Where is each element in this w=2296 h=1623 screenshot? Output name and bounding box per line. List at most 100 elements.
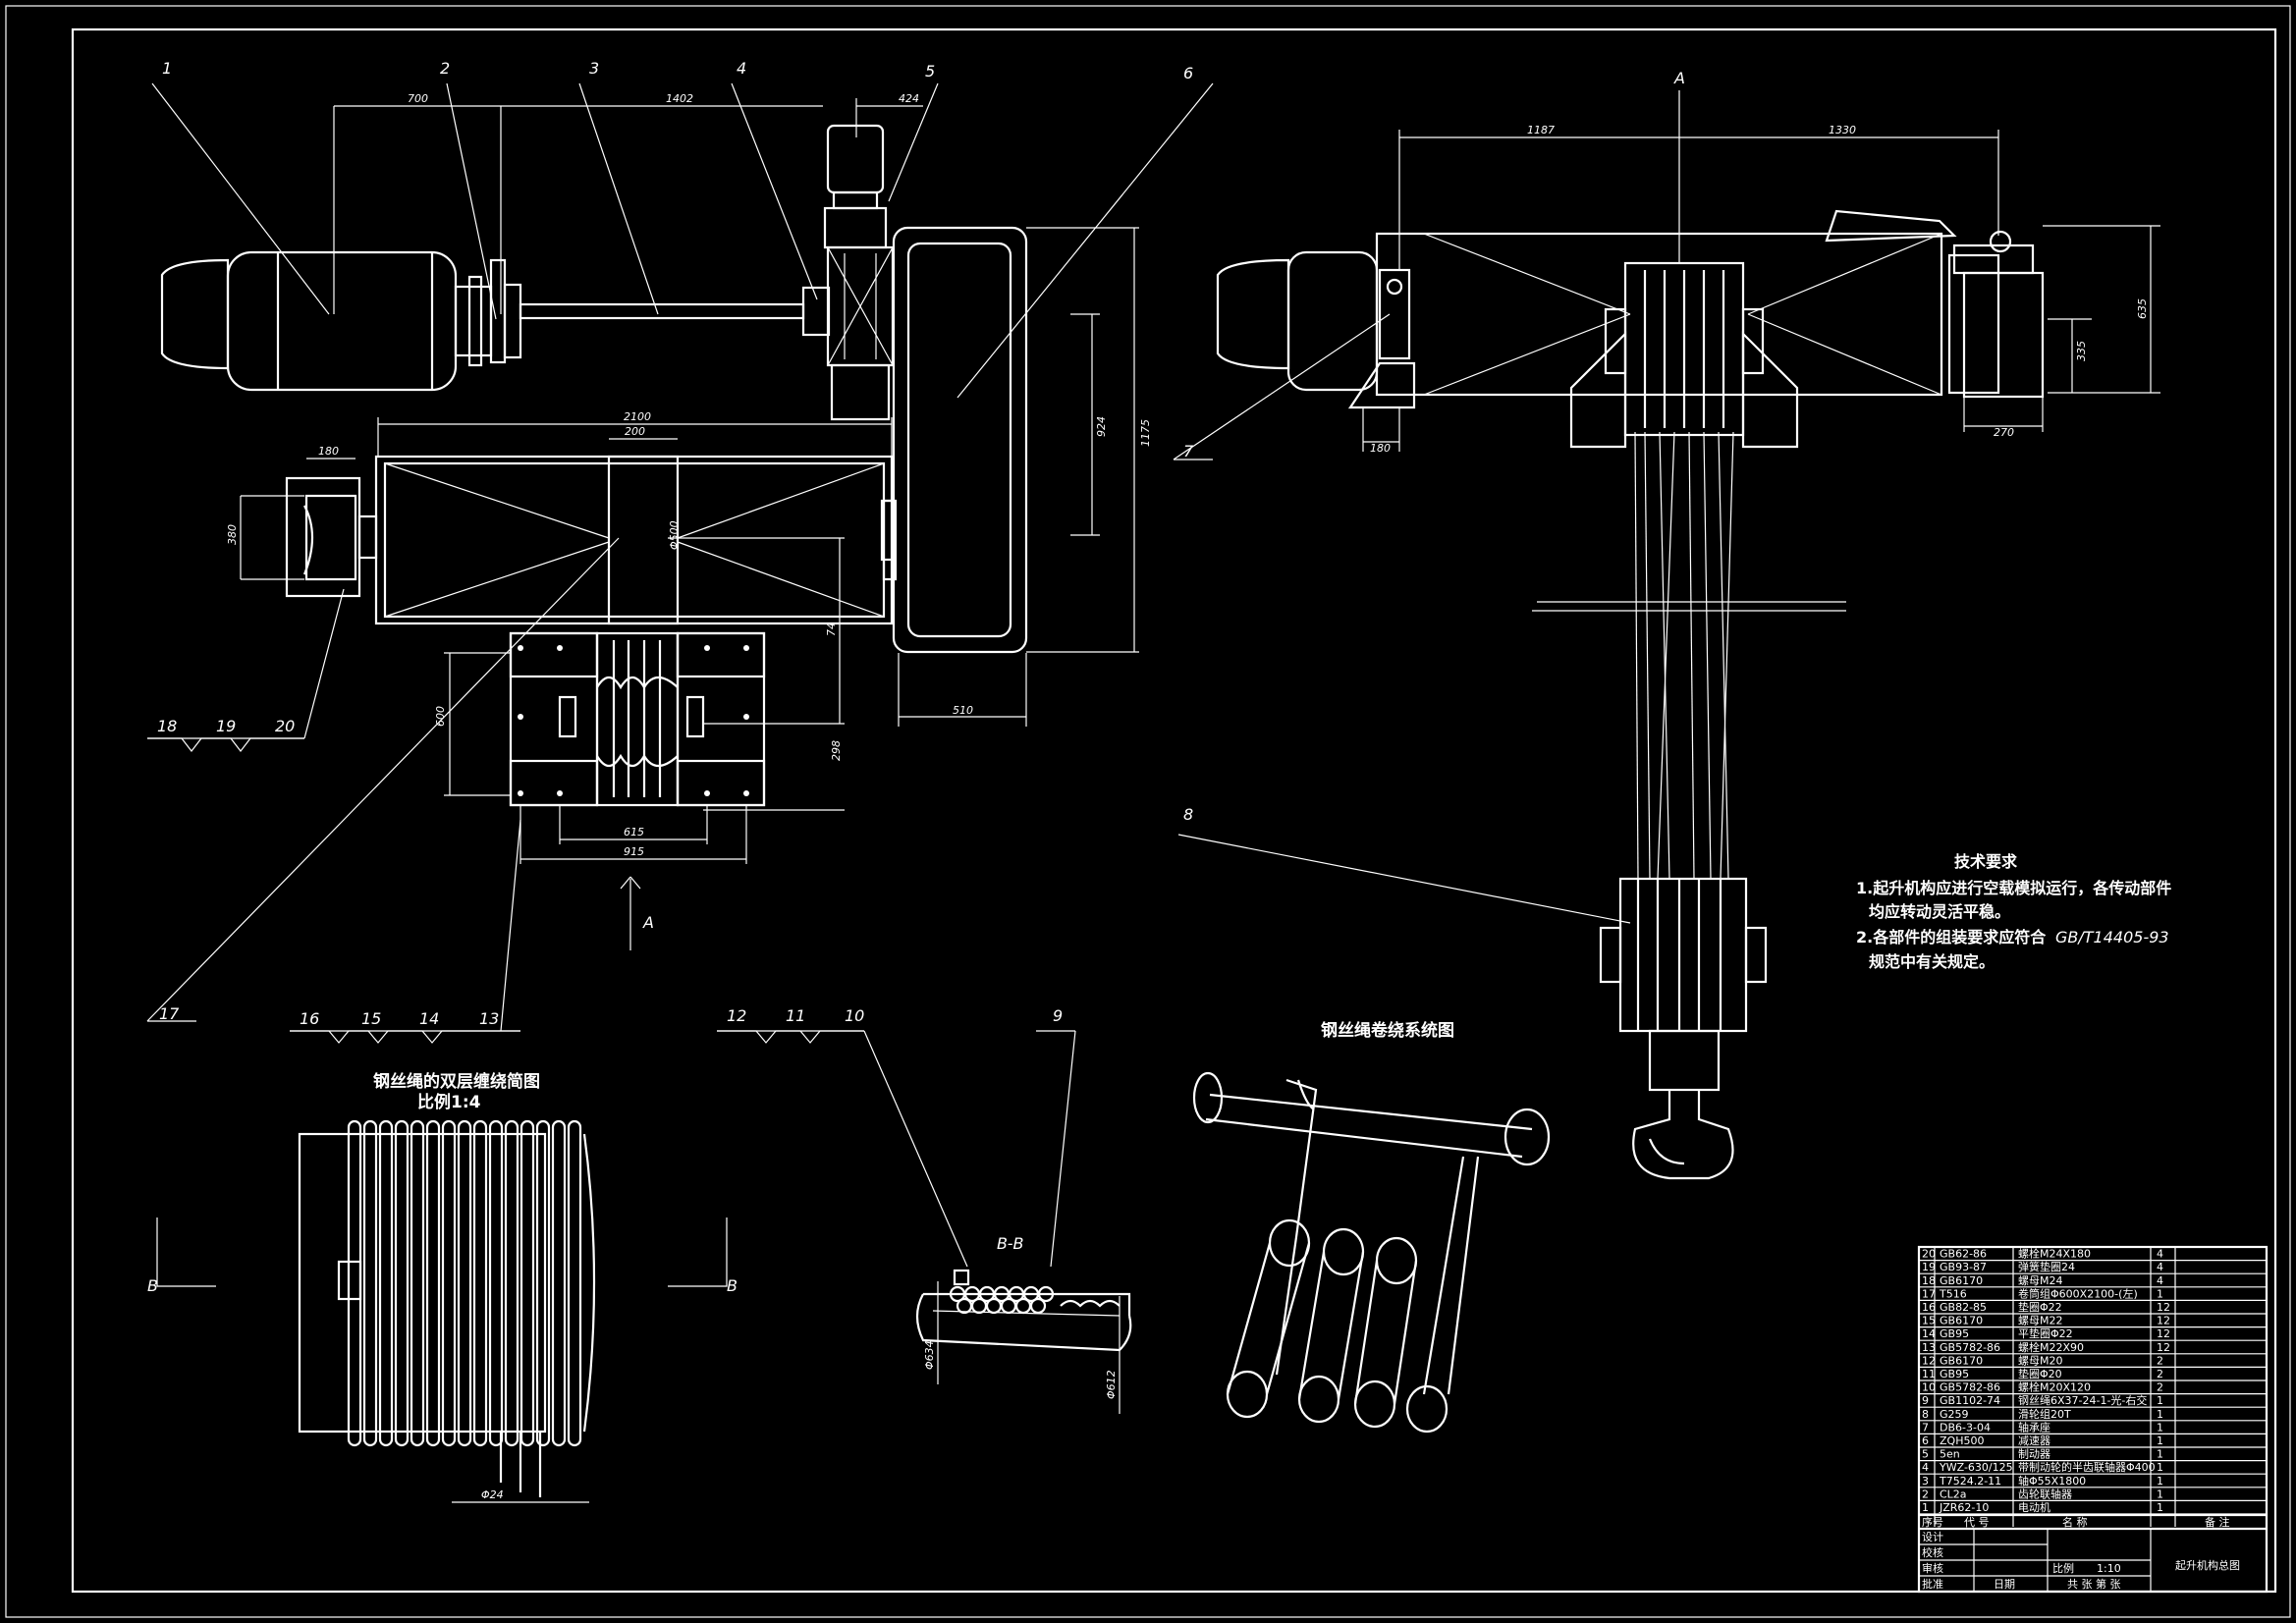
bom-cell-code: GB6170 bbox=[1940, 1315, 1983, 1327]
requirement-2a: 2.各部件的组装要求应符合 bbox=[1856, 928, 2047, 947]
dim-510: 510 bbox=[953, 704, 973, 717]
lower-pulley-block bbox=[1599, 877, 1768, 1180]
bom-cell-no: 17 bbox=[1922, 1287, 1936, 1300]
rope-coils bbox=[347, 1119, 582, 1447]
bom-cell-code: GB6170 bbox=[1940, 1354, 1983, 1367]
bom-cell-qty: 12 bbox=[2157, 1341, 2170, 1354]
bom-header-code: 代 号 bbox=[1964, 1516, 1990, 1529]
dim-r180: 180 bbox=[1370, 442, 1391, 455]
requirement-2a-code: GB/T14405-93 bbox=[2055, 928, 2169, 947]
dim-924: 924 bbox=[1095, 416, 1108, 437]
view-label-a: A bbox=[642, 913, 654, 932]
winding-system bbox=[1192, 1071, 1551, 1434]
double-layer-title: 钢丝绳的双层缠绕简图 bbox=[373, 1071, 540, 1092]
bom-header-no: 序号 bbox=[1922, 1515, 1943, 1529]
bom-cell-qty: 1 bbox=[2157, 1287, 2163, 1300]
dim-270: 270 bbox=[1994, 426, 2014, 439]
bom-cell-qty: 1 bbox=[2157, 1501, 2163, 1514]
bom-cell-qty: 2 bbox=[2157, 1354, 2163, 1367]
title-date-label: 日期 bbox=[1994, 1578, 2015, 1591]
bom-cell-name: 螺栓M24X180 bbox=[2018, 1247, 2091, 1261]
bom-cell-no: 19 bbox=[1922, 1261, 1936, 1273]
dim-335: 335 bbox=[2075, 341, 2088, 361]
requirement-2b: 规范中有关规定。 bbox=[1869, 952, 1995, 971]
reducer bbox=[880, 226, 1028, 654]
bom-cell-no: 5 bbox=[1922, 1448, 1929, 1461]
bom-cell-code: GB82-85 bbox=[1940, 1301, 1987, 1314]
side-dimension-lines bbox=[1173, 90, 2160, 924]
bom-cell-no: 9 bbox=[1922, 1394, 1929, 1407]
bom-cell-name: 螺母M20 bbox=[2018, 1354, 2063, 1367]
plan-view bbox=[146, 82, 1214, 1268]
dim-635: 635 bbox=[2136, 298, 2149, 319]
bom-cell-qty: 4 bbox=[2157, 1274, 2163, 1287]
part-number-17: 17 bbox=[159, 1004, 180, 1023]
bom-cell-no: 20 bbox=[1922, 1248, 1936, 1261]
bom-cell-code: GB1102-74 bbox=[1940, 1394, 2000, 1407]
bom-cell-name: 轴Φ55X1800 bbox=[2018, 1474, 2086, 1488]
part-number-15: 15 bbox=[361, 1009, 381, 1028]
dim-380: 380 bbox=[226, 524, 239, 545]
pulley-block-plan bbox=[509, 631, 766, 807]
bom-cell-qty: 2 bbox=[2157, 1368, 2163, 1380]
part-number-9: 9 bbox=[1053, 1006, 1063, 1025]
part-number-5: 5 bbox=[925, 62, 935, 81]
dim-1187: 1187 bbox=[1527, 124, 1555, 136]
bom-cell-no: 2 bbox=[1922, 1488, 1929, 1500]
bom-cell-name: 减速器 bbox=[2018, 1434, 2050, 1447]
bom-cell-qty: 1 bbox=[2157, 1408, 2163, 1421]
bom-cell-qty: 4 bbox=[2157, 1248, 2163, 1261]
bom-cell-code: T7524.2-11 bbox=[1939, 1475, 2001, 1488]
bom-cell-qty: 1 bbox=[2157, 1448, 2163, 1461]
title-row-audit: 审核 bbox=[1922, 1561, 1943, 1575]
part-number-11: 11 bbox=[786, 1006, 805, 1025]
bom-cell-code: GB62-86 bbox=[1940, 1248, 1987, 1261]
view-label-a-top: A bbox=[1673, 69, 1685, 87]
bom-cell-code: GB95 bbox=[1940, 1327, 1969, 1340]
bom-cell-qty: 12 bbox=[2157, 1301, 2170, 1314]
bom-cell-name: 滑轮组20T bbox=[2018, 1407, 2071, 1421]
bom-cell-qty: 1 bbox=[2157, 1461, 2163, 1474]
bom-cell-no: 6 bbox=[1922, 1434, 1929, 1447]
requirement-1a: 1.起升机构应进行空载模拟运行，各传动部件 bbox=[1856, 879, 2171, 897]
dim-200: 200 bbox=[625, 425, 645, 438]
double-layer-scale: 比例1:4 bbox=[417, 1092, 481, 1112]
dim-phi500: Φ500 bbox=[668, 520, 681, 550]
bom-cell-code: GB5782-86 bbox=[1940, 1341, 2000, 1354]
bom-cell-no: 1 bbox=[1922, 1501, 1929, 1514]
inner-border bbox=[71, 27, 2277, 1594]
side-view bbox=[1173, 90, 2160, 1180]
bom-cell-no: 3 bbox=[1922, 1475, 1929, 1488]
part-number-18: 18 bbox=[157, 717, 177, 735]
plan-leaders bbox=[146, 82, 1214, 1268]
title-scale-value: 1:10 bbox=[2097, 1562, 2121, 1575]
part-number-7: 7 bbox=[1183, 442, 1194, 460]
dim-1175: 1175 bbox=[1139, 419, 1152, 447]
bom-cell-name: 垫圈Φ20 bbox=[2018, 1367, 2062, 1380]
bom-cell-name: 螺栓M20X120 bbox=[2018, 1380, 2091, 1394]
bom-cell-name: 电动机 bbox=[2018, 1500, 2050, 1514]
bom-cell-qty: 1 bbox=[2157, 1394, 2163, 1407]
bom-cell-name: 螺母M22 bbox=[2018, 1315, 2063, 1327]
bom-cell-qty: 1 bbox=[2157, 1421, 2163, 1434]
bom-cell-no: 4 bbox=[1922, 1461, 1929, 1474]
dim-phi634: Φ634 bbox=[923, 1340, 936, 1370]
bom-cell-name: 轴承座 bbox=[2018, 1420, 2050, 1434]
brake-column bbox=[823, 124, 895, 421]
bom-cell-no: 8 bbox=[1922, 1408, 1929, 1421]
bom-cell-code: GB93-87 bbox=[1940, 1261, 1987, 1273]
bom-table-grid bbox=[1917, 1245, 2269, 1594]
title-sheet-label: 共 张 第 张 bbox=[2067, 1577, 2121, 1591]
bom-cell-name: 齿轮联轴器 bbox=[2018, 1487, 2072, 1500]
bom-cell-no: 14 bbox=[1922, 1327, 1936, 1340]
part-number-4: 4 bbox=[737, 59, 746, 78]
bom-cell-qty: 1 bbox=[2157, 1434, 2163, 1447]
part-number-16: 16 bbox=[300, 1009, 319, 1028]
section-bb bbox=[915, 1269, 1132, 1414]
title-row-check: 校核 bbox=[1922, 1545, 1943, 1559]
bom-cell-qty: 2 bbox=[2157, 1381, 2163, 1394]
part-number-10: 10 bbox=[845, 1006, 864, 1025]
bom-cell-name: 带制动轮的半齿联轴器Φ400 bbox=[2018, 1460, 2156, 1474]
part-number-20: 20 bbox=[275, 717, 295, 735]
